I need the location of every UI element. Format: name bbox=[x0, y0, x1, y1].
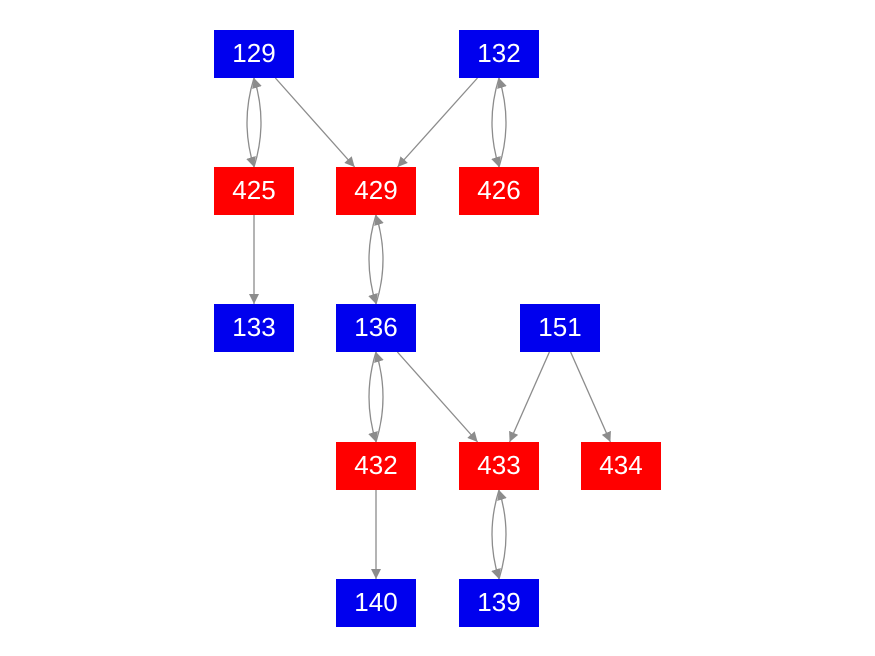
node-box-133 bbox=[214, 304, 294, 352]
edge-136-to-433 bbox=[396, 351, 479, 443]
node-label-132: 132 bbox=[477, 38, 520, 68]
edge-129-to-429 bbox=[274, 77, 356, 168]
edge-129-to-425 bbox=[246, 77, 256, 168]
node-box-129 bbox=[214, 30, 294, 78]
node-box-136 bbox=[336, 304, 416, 352]
edge-136-to-429 bbox=[374, 214, 384, 305]
edge-151-to-434 bbox=[570, 351, 611, 443]
node-box-429 bbox=[336, 167, 416, 215]
node-label-140: 140 bbox=[354, 587, 397, 617]
node-432: 432 bbox=[336, 442, 416, 490]
node-140: 140 bbox=[336, 579, 416, 627]
node-label-425: 425 bbox=[232, 175, 275, 205]
edge-151-to-433 bbox=[509, 351, 550, 443]
edges-layer bbox=[246, 77, 611, 580]
node-426: 426 bbox=[459, 167, 539, 215]
edge-433-to-139 bbox=[491, 489, 501, 580]
node-label-434: 434 bbox=[599, 450, 642, 480]
node-label-433: 433 bbox=[477, 450, 520, 480]
node-label-151: 151 bbox=[538, 312, 581, 342]
node-box-433 bbox=[459, 442, 539, 490]
node-box-425 bbox=[214, 167, 294, 215]
node-433: 433 bbox=[459, 442, 539, 490]
node-box-434 bbox=[581, 442, 661, 490]
node-label-136: 136 bbox=[354, 312, 397, 342]
nodes-layer: 129 132 425 429 426 133 136 151 432 433 434 140 139 bbox=[214, 30, 661, 627]
edge-425-to-129 bbox=[252, 77, 262, 168]
node-139: 139 bbox=[459, 579, 539, 627]
node-box-132 bbox=[459, 30, 539, 78]
node-label-133: 133 bbox=[232, 312, 275, 342]
node-label-139: 139 bbox=[477, 587, 520, 617]
edge-139-to-433 bbox=[497, 489, 507, 580]
node-box-140 bbox=[336, 579, 416, 627]
edge-426-to-132 bbox=[497, 77, 507, 168]
node-box-432 bbox=[336, 442, 416, 490]
node-129: 129 bbox=[214, 30, 294, 78]
node-label-426: 426 bbox=[477, 175, 520, 205]
node-box-139 bbox=[459, 579, 539, 627]
edge-132-to-426 bbox=[491, 77, 501, 168]
node-box-151 bbox=[520, 304, 600, 352]
node-136: 136 bbox=[336, 304, 416, 352]
node-box-426 bbox=[459, 167, 539, 215]
node-label-429: 429 bbox=[354, 175, 397, 205]
node-151: 151 bbox=[520, 304, 600, 352]
node-label-432: 432 bbox=[354, 450, 397, 480]
edge-432-to-136 bbox=[374, 351, 384, 443]
edge-132-to-429 bbox=[397, 77, 478, 168]
node-434: 434 bbox=[581, 442, 661, 490]
edge-429-to-136 bbox=[368, 214, 378, 305]
edge-136-to-432 bbox=[368, 351, 378, 443]
node-429: 429 bbox=[336, 167, 416, 215]
node-label-129: 129 bbox=[232, 38, 275, 68]
node-133: 133 bbox=[214, 304, 294, 352]
node-132: 132 bbox=[459, 30, 539, 78]
node-425: 425 bbox=[214, 167, 294, 215]
